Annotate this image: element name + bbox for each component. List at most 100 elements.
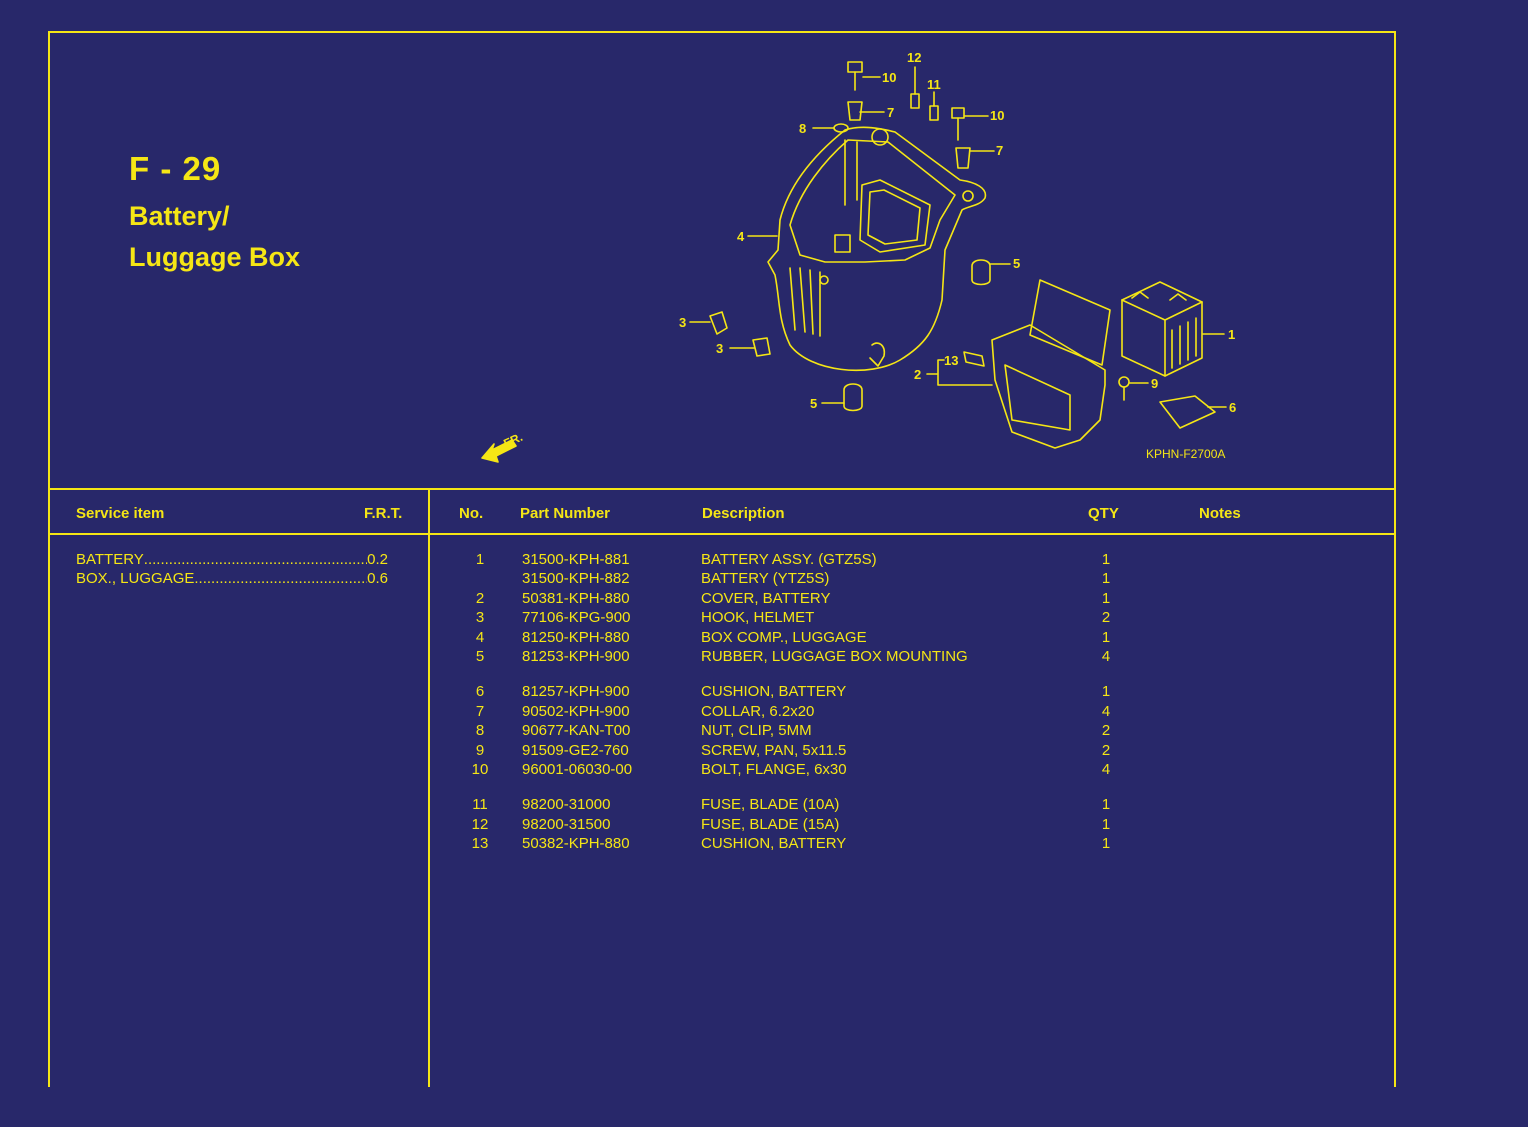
row-no: 11 [472,796,488,813]
row-no: 6 [475,683,485,700]
row-qty: 1 [1101,683,1111,700]
row-qty: 1 [1101,629,1111,646]
table-row: 9 91509-GE2-760 SCREW, PAN, 5x11.5 2 [430,742,1396,762]
row-qty: 1 [1101,570,1111,587]
row-description: BATTERY ASSY. (GTZ5S) [701,551,877,568]
figure-title-line1: Battery/ [129,201,230,231]
callout-10: 10 [990,108,1004,123]
row-qty: 2 [1101,609,1111,626]
service-item-frt: 0.6 [367,570,388,587]
table-row: 8 90677-KAN-T00 NUT, CLIP, 5MM 2 [430,722,1396,742]
row-part-number: 98200-31000 [522,796,611,813]
callout-4: 4 [737,229,745,244]
callout-7: 7 [996,143,1003,158]
qty-header: QTY [1088,505,1119,522]
callout-5: 5 [810,396,817,411]
callout-11: 11 [927,77,941,92]
row-qty: 4 [1101,648,1111,665]
service-item-name: BATTERY [76,551,144,568]
callout-3: 3 [716,341,723,356]
row-no: 4 [475,629,485,646]
front-arrow-label: FR. [501,430,524,451]
table-row: 10 96001-06030-00 BOLT, FLANGE, 6x30 4 [430,761,1396,781]
callout-10: 10 [882,70,896,85]
callout-7: 7 [887,105,894,120]
table-row: 13 50382-KPH-880 CUSHION, BATTERY 1 [430,835,1396,855]
row-no: 5 [475,648,485,665]
row-no: 10 [471,761,489,778]
frt-header: F.R.T. [364,505,403,522]
row-description: BOLT, FLANGE, 6x30 [701,761,847,778]
figure-id: F - 29 [129,150,222,187]
row-description: RUBBER, LUGGAGE BOX MOUNTING [701,648,968,665]
row-description: CUSHION, BATTERY [701,683,847,700]
table-row: 4 81250-KPH-880 BOX COMP., LUGGAGE 1 [430,629,1396,649]
row-part-number: 90677-KAN-T00 [522,722,631,739]
no-header: No. [459,505,484,522]
row-qty: 2 [1101,722,1111,739]
description-header: Description [702,505,785,522]
row-description: HOOK, HELMET [701,609,815,626]
callout-1: 1 [1228,327,1235,342]
service-item-frt: 0.2 [367,551,388,568]
table-row: 3 77106-KPG-900 HOOK, HELMET 2 [430,609,1396,629]
table-row: 31500-KPH-882 BATTERY (YTZ5S) 1 [430,570,1396,590]
row-part-number: 91509-GE2-760 [522,742,629,759]
service-row-luggage-box: BOX., LUGGAGE 0.6 [76,570,388,587]
battery-drawing [1121,281,1216,429]
row-no: 3 [475,609,485,626]
row-description: BOX COMP., LUGGAGE [701,629,867,646]
figure-title-block: F - 29 Battery/ Luggage Box [129,150,300,278]
table-row: 2 50381-KPH-880 COVER, BATTERY 1 [430,590,1396,610]
callout-2: 2 [914,367,921,382]
row-qty: 2 [1101,742,1111,759]
callout-8: 8 [799,121,806,136]
row-description: FUSE, BLADE (10A) [701,796,840,813]
callout-5: 5 [1013,256,1020,271]
row-description: SCREW, PAN, 5x11.5 [701,742,847,759]
row-part-number: 81257-KPH-900 [522,683,630,700]
row-part-number: 77106-KPG-900 [522,609,631,626]
front-arrow [481,439,517,463]
row-no: 2 [475,590,485,607]
callout-9: 9 [1151,376,1158,391]
rubber-mounts-drawing [709,259,991,412]
diagram-code: KPHN-F2700A [1146,447,1225,461]
row-no: 9 [475,742,485,759]
row-qty: 1 [1101,796,1111,813]
row-part-number: 98200-31500 [522,816,611,833]
leader-dots [194,570,367,587]
row-description: COLLAR, 6.2x20 [701,703,815,720]
row-no: 13 [471,835,489,852]
row-no: 8 [475,722,485,739]
notes-header: Notes [1199,505,1241,522]
row-qty: 1 [1101,551,1111,568]
row-part-number: 90502-KPH-900 [522,703,630,720]
fasteners-drawing [833,61,971,169]
callout-13: 13 [944,353,958,368]
luggage-box-drawing [767,126,987,372]
exploded-parts-diagram: FR. 1 2 3 3 4 5 5 6 7 7 8 9 10 10 11 12 [481,50,1236,463]
table-row: 12 98200-31500 FUSE, BLADE (15A) 1 [430,816,1396,836]
service-row-battery: BATTERY 0.2 [76,551,388,568]
page-frame [48,31,1396,1087]
table-row: 1 31500-KPH-881 BATTERY ASSY. (GTZ5S) 1 [430,551,1396,571]
row-part-number: 31500-KPH-881 [522,551,630,568]
table-top-rule [48,488,1396,490]
table-row: 7 90502-KPH-900 COLLAR, 6.2x20 4 [430,703,1396,723]
figure-title-line2: Luggage Box [129,242,301,272]
row-qty: 1 [1101,590,1111,607]
row-description: COVER, BATTERY [701,590,831,607]
row-no: 1 [475,551,485,568]
row-description: BATTERY (YTZ5S) [701,570,830,587]
row-qty: 1 [1101,816,1111,833]
table-row: 11 98200-31000 FUSE, BLADE (10A) 1 [430,796,1396,816]
callout-6: 6 [1229,400,1236,415]
row-qty: 4 [1101,761,1111,778]
table-header-rule [48,533,1396,535]
row-part-number: 31500-KPH-882 [522,570,630,587]
row-description: CUSHION, BATTERY [701,835,847,852]
row-no: 12 [471,816,489,833]
battery-cover-drawing [963,279,1130,449]
row-description: FUSE, BLADE (15A) [701,816,840,833]
